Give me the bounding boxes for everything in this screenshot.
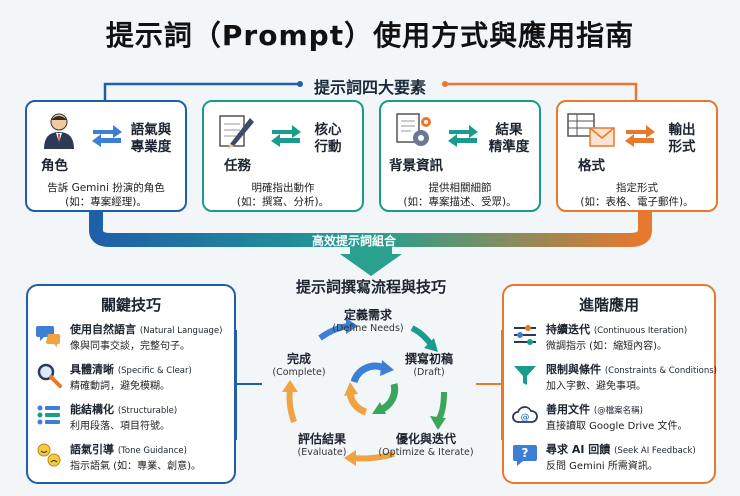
exchange-arrows-icon [625,125,655,147]
element-card-task: 核心行動 任務 明確指出動作(如：撰寫、分析)。 [202,100,364,212]
process-cycle-diagram [282,318,447,466]
magnifier-icon [37,363,62,388]
exchange-arrows-icon [271,125,301,147]
exchange-arrows-icon [448,125,478,147]
svg-text:?: ? [522,446,529,460]
process-step: 定義需求(Define Needs) [332,308,404,334]
format-benefit-label: 輸出形式 [668,122,696,155]
format-desc: 指定形式(如：表格、電子郵件)。 [580,182,694,208]
process-step: 完成(Complete) [272,352,326,378]
advanced-item: @ 善用文件 (@檔案名稱) 直接讀取 Google Drive 文件。 [512,400,710,440]
key-skills-title: 關鍵技巧 [100,296,161,314]
person-icon [44,113,74,149]
role-name: 角色 [41,158,68,174]
task-benefit-label: 核心行動 [314,122,342,155]
skill-item: 語氣引導 (Tone Guidance) 指示語氣 (如：專業、創意)。 [36,440,230,480]
cycle-center-icon [344,360,399,416]
process-step: 優化與迭代(Optimize & Iterate) [378,432,474,458]
page-title: 提示詞（Prompt）使用方式與應用指南 [105,19,635,52]
elements-section-title: 提示詞四大要素 [306,74,435,98]
task-name: 任務 [224,158,251,174]
emoji-faces-icon [37,443,61,467]
skill-item: 使用自然語言 (Natural Language) 像與同事交談，完整句子。 [36,320,230,360]
cloud-at-icon: @ [512,406,538,423]
element-card-context: 結果精準度 背景資訊 提供相關細節(如：專案描述、受眾)。 [379,100,541,212]
process-step: 撰寫初稿(Draft) [404,352,453,378]
skill-item: 能結構化 (Structurable) 利用段落、項目符號。 [36,400,230,440]
context-name: 背景資訊 [389,158,443,174]
role-desc: 告訴 Gemini 扮演的角色(如：專案經理)。 [47,182,165,208]
exchange-arrows-icon [92,125,122,147]
list-icon [37,405,60,425]
pen-writing-icon [219,115,254,149]
advanced-item: 持續迭代 (Continuous Iteration) 微調指示 (如：縮短內容… [512,320,710,360]
element-card-format: 輸出形式 格式 指定形式(如：表格、電子郵件)。 [556,100,718,212]
question-bubble-icon: ? [513,445,537,466]
svg-text:@: @ [521,413,530,423]
task-desc: 明確指出動作(如：撰寫、分析)。 [236,182,330,208]
format-name: 格式 [578,158,605,174]
process-step: 評估結果(Evaluate) [297,432,347,458]
skill-item: 具體清晰 (Specific & Clear) 精確動詞，避免模糊。 [36,360,230,400]
process-title: 提示詞撰寫流程與技巧 [295,278,446,296]
context-desc: 提供相關細節(如：專案描述、受眾)。 [403,182,517,208]
advanced-title: 進階應用 [578,296,639,314]
table-email-icon [567,113,615,147]
context-benefit-label: 結果精準度 [488,122,530,155]
chat-bubbles-icon [36,326,60,347]
combine-label: 高效提示詞組合 [312,234,397,248]
advanced-item: 限制與條件 (Constraints & Conditions) 加入字數、避免… [512,360,717,400]
funnel-icon [514,366,536,385]
element-card-role: 語氣與專業度 角色 告訴 Gemini 扮演的角色(如：專案經理)。 [25,100,187,212]
document-gear-icon [396,113,431,146]
sliders-icon [514,325,536,345]
advanced-item: ? 尋求 AI 回饋 (Seek AI Feedback) 反問 Gemini … [512,440,710,480]
advanced-panel: 進階應用 持續迭代 (Continuous Iteration) 微調指示 (如… [502,284,717,484]
role-benefit-label: 語氣與專業度 [130,122,172,155]
key-skills-panel: 關鍵技巧 使用自然語言 (Natural Language) 像與同事交談，完整… [26,284,236,484]
down-arrow-icon [340,246,402,276]
